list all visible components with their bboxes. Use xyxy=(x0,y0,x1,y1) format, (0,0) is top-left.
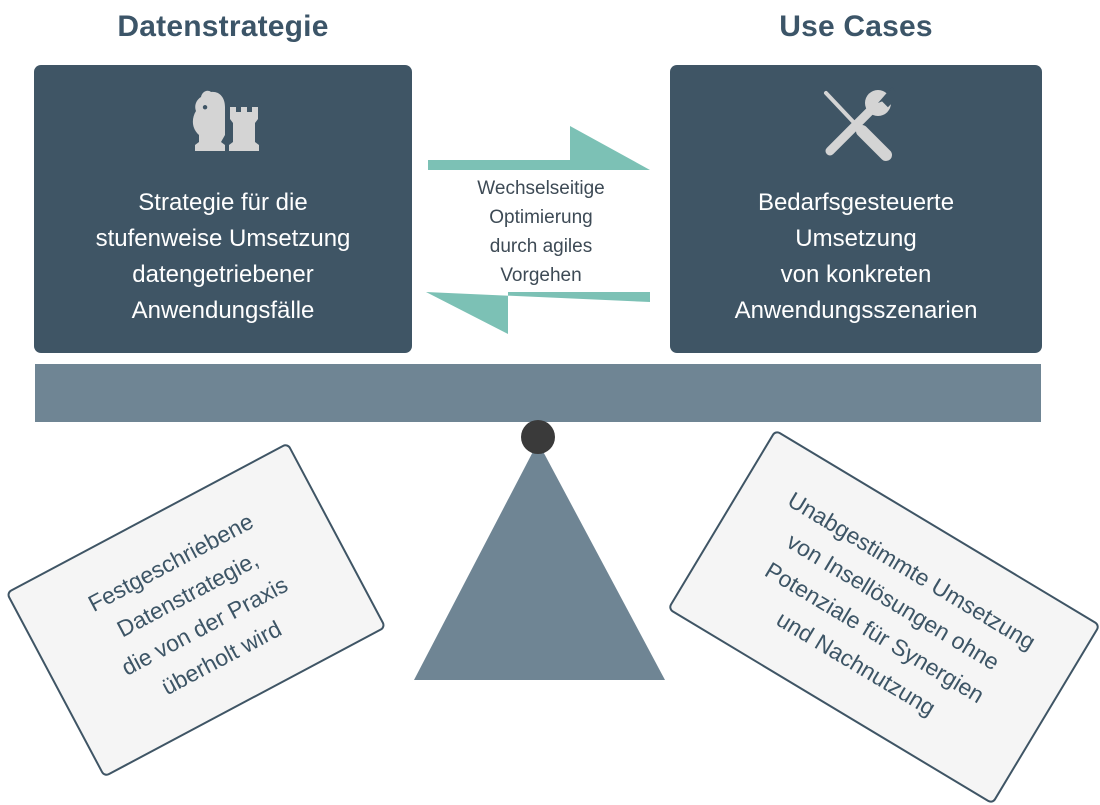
chess-pieces-icon xyxy=(183,85,263,162)
pivot-dot xyxy=(521,420,555,454)
exchange-label-line: durch agiles xyxy=(489,236,593,257)
use-cases-panel: Bedarfsgesteuerte Umsetzung von konkrete… xyxy=(670,65,1042,353)
datenstrategie-line: datengetriebener xyxy=(132,261,314,288)
exchange-label: Wechselseitige Optimierung durch agiles … xyxy=(428,174,654,290)
use-cases-line: Anwendungsszenarien xyxy=(734,297,978,324)
note-right-card: Unabgestimmte Umsetzung von Insellösunge… xyxy=(667,429,1100,805)
balance-fulcrum xyxy=(414,420,665,680)
datenstrategie-panel: Strategie für die stufenweise Umsetzung … xyxy=(34,65,412,353)
balance-beam xyxy=(35,364,1041,422)
heading-use-cases: Use Cases xyxy=(779,10,933,43)
exchange-label-line: Vorgehen xyxy=(500,265,582,286)
heading-datenstrategie: Datenstrategie xyxy=(117,10,329,43)
note-left-card: Festgeschriebene Datenstrategie, die von… xyxy=(5,442,387,778)
datenstrategie-line: Anwendungsfälle xyxy=(131,297,315,324)
datenstrategie-line: Strategie für die xyxy=(138,189,308,216)
datenstrategie-text: Strategie für die stufenweise Umsetzung … xyxy=(44,185,402,329)
arrow-right-icon xyxy=(428,126,650,170)
datenstrategie-line: stufenweise Umsetzung xyxy=(95,225,351,252)
use-cases-text: Bedarfsgesteuerte Umsetzung von konkrete… xyxy=(680,185,1032,329)
exchange-arrows xyxy=(426,126,650,334)
tools-icon xyxy=(816,85,898,170)
exchange-label-line: Wechselseitige xyxy=(477,178,605,199)
fulcrum-triangle xyxy=(414,442,665,680)
exchange-label-line: Optimierung xyxy=(489,207,593,228)
use-cases-line: von konkreten xyxy=(780,261,932,288)
arrow-left-icon xyxy=(426,292,650,334)
use-cases-line: Umsetzung xyxy=(795,225,917,252)
use-cases-line: Bedarfsgesteuerte xyxy=(757,189,955,216)
